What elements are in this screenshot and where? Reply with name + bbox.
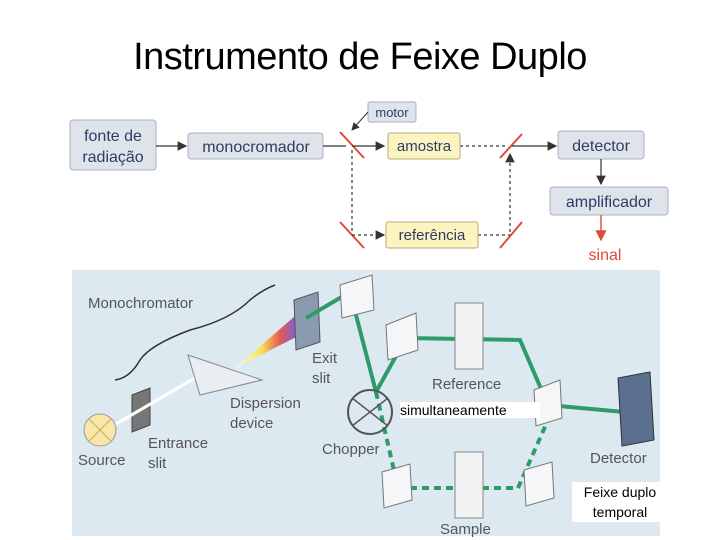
illustration-panel — [72, 270, 660, 536]
chopper-wheel — [347, 389, 393, 435]
mirror-top — [339, 274, 375, 319]
exit-slit-line1: Exit — [312, 350, 338, 367]
monochromator-label: monocromador — [202, 139, 310, 156]
reference-box — [385, 221, 479, 249]
signal-label: sinal — [589, 247, 622, 264]
mirror-bottom-right — [523, 461, 555, 507]
slide-title: Instrumento de Feixe Duplo — [133, 36, 587, 78]
source-box — [69, 119, 157, 171]
source-caption: Source — [78, 452, 126, 469]
sample-cuvette — [454, 451, 484, 519]
reference-cuvette — [454, 302, 484, 370]
entrance-slit-line2: slit — [148, 455, 167, 472]
instrument-illustration: Monochromator Source Entrance slit Dispe… — [72, 270, 660, 538]
motor-label: motor — [375, 105, 409, 120]
entrance-slit-line1: Entrance — [148, 435, 208, 452]
amplifier-label: amplificador — [566, 194, 653, 211]
reference-caption: Reference — [432, 376, 501, 393]
mirror-mid — [385, 312, 419, 361]
exit-slit-line2: slit — [312, 370, 331, 387]
detector-block — [617, 371, 655, 447]
source-label-line1: fonte de — [84, 128, 142, 145]
temporal-note-line2: temporal — [592, 504, 648, 520]
spectrum-fan — [235, 310, 310, 368]
monochromator-caption: Monochromator — [88, 295, 193, 312]
dispersion-prism — [187, 354, 264, 396]
temporal-note: Feixe duplo temporal — [572, 482, 668, 522]
dispersion-device-line1: Dispersion — [230, 395, 301, 412]
dispersion-device-line2: device — [230, 415, 273, 432]
sample-label: amostra — [397, 138, 452, 155]
mirror-bottom-left — [381, 463, 413, 509]
simultaneous-note: simultaneamente — [400, 402, 540, 418]
source-label-line2: radiação — [82, 149, 143, 166]
temporal-note-line1: Feixe duplo — [583, 484, 657, 500]
sample-box — [387, 132, 461, 160]
chopper-caption: Chopper — [322, 441, 380, 458]
exit-slit — [293, 291, 321, 351]
reference-label: referência — [399, 227, 466, 244]
detector-label: detector — [572, 138, 630, 155]
amplifier-box — [549, 186, 669, 216]
sample-caption: Sample — [440, 521, 491, 538]
monochromator-brace — [114, 284, 276, 381]
detector-caption: Detector — [590, 450, 647, 467]
block-diagram: fonte de radiação monocromador motor amo… — [69, 101, 669, 264]
